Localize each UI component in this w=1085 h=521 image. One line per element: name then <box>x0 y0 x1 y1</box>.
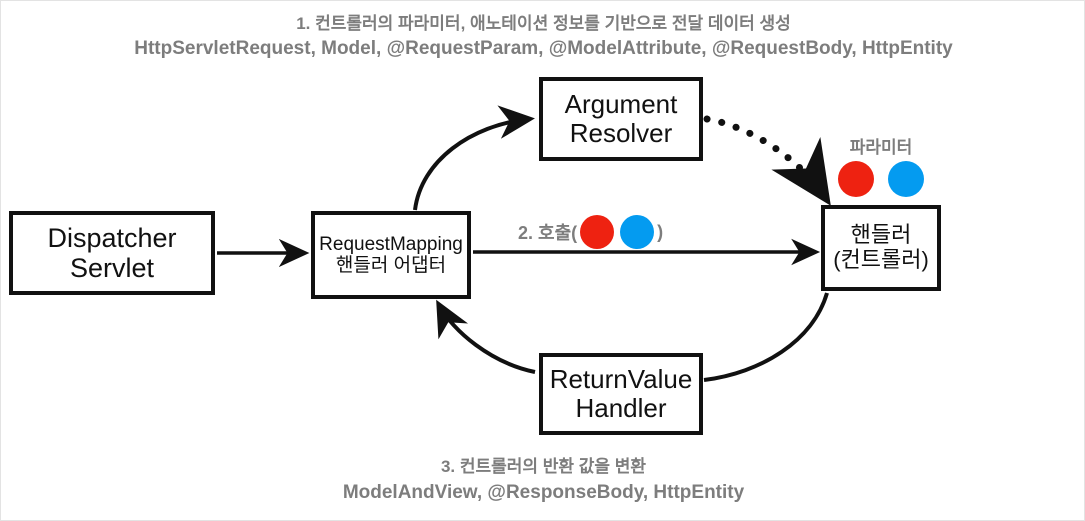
node-dispatcher-servlet[interactable]: Dispatcher Servlet <box>9 211 215 295</box>
call-step-label-prefix: 2. 호출( <box>518 223 578 243</box>
node-argument-resolver[interactable]: Argument Resolver <box>539 77 703 161</box>
node-requestmapping-handler-adapter-line1: RequestMapping <box>319 233 463 255</box>
node-requestmapping-handler-adapter[interactable]: RequestMapping 핸들러 어댑터 <box>311 211 471 299</box>
red-parameter-dot-icon <box>838 161 874 197</box>
node-returnvalue-handler-line1: ReturnValue <box>549 363 693 394</box>
node-returnvalue-handler[interactable]: ReturnValue Handler <box>539 353 703 435</box>
bottom-step-label: 3. 컨트롤러의 반환 값을 변환 <box>440 457 647 476</box>
node-dispatcher-servlet-line2: Servlet <box>69 253 155 283</box>
parameter-dots-group <box>821 161 941 197</box>
top-step-label: 1. 컨트롤러의 파라미터, 애노테이션 정보를 기반으로 전달 데이터 생성 <box>296 14 791 33</box>
edge-handler-to-returnvaluehandler <box>703 292 829 382</box>
edge-argumentresolver-to-handler <box>703 115 831 206</box>
call-step-label: 2. 호출( ) <box>516 214 666 250</box>
node-returnvalue-handler-line2: Handler <box>575 393 667 423</box>
node-requestmapping-handler-adapter-line2: 핸들러 어댑터 <box>335 255 447 276</box>
node-argument-resolver-line1: Argument <box>564 88 678 119</box>
blue-parameter-dot-icon <box>888 161 924 197</box>
node-handler-controller[interactable]: 핸들러 (컨트롤러) <box>821 205 941 291</box>
red-call-dot-icon <box>580 215 615 249</box>
blue-call-dot-icon <box>620 215 655 249</box>
top-types-label: HttpServletRequest, Model, @RequestParam… <box>134 38 953 59</box>
edge-requestmapping-to-argumentresolver <box>413 105 535 211</box>
edge-returnvaluehandler-to-requestmapping <box>436 299 536 374</box>
parameter-label: 파라미터 <box>849 138 913 157</box>
node-dispatcher-servlet-line1: Dispatcher <box>47 222 177 253</box>
call-step-label-suffix: ) <box>657 221 664 242</box>
node-handler-controller-line1: 핸들러 <box>850 222 912 248</box>
bottom-types-label: ModelAndView, @ResponseBody, HttpEntity <box>342 482 745 503</box>
node-handler-controller-line2: (컨트롤러) <box>833 247 929 272</box>
node-argument-resolver-line2: Resolver <box>569 118 673 148</box>
